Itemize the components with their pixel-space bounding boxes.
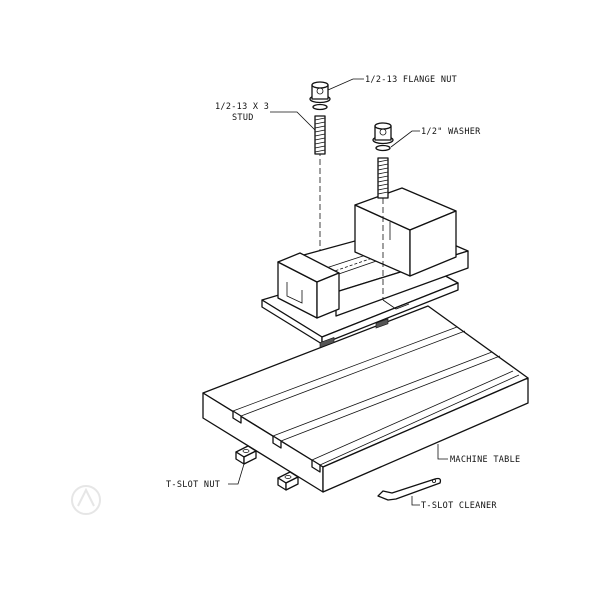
- leader-flange-nut: [327, 78, 364, 91]
- washer-right: [375, 144, 391, 152]
- vise-foot-serration: [319, 318, 389, 348]
- t-slot-1: [232, 326, 466, 424]
- label-stud-size: 1/2-13 X 3: [215, 102, 269, 112]
- t-slot-cleaner-tool: [377, 477, 442, 501]
- machine-table-right-face: [322, 377, 529, 493]
- flange-nut-right: [372, 122, 394, 145]
- label-t-slot-cleaner: T-SLOT CLEANER: [421, 501, 497, 511]
- left-fastener-set: [309, 81, 331, 250]
- label-t-slot-nut: T-SLOT NUT: [166, 480, 220, 490]
- vise: [261, 187, 469, 348]
- leader-machine-table: [437, 444, 448, 460]
- leader-washer: [390, 130, 420, 148]
- leader-stud: [270, 111, 316, 131]
- flange-nut-left: [309, 81, 331, 104]
- label-machine-table: MACHINE TABLE: [450, 455, 520, 465]
- t-slot-nut-1: [235, 445, 257, 465]
- stud-left: [314, 115, 326, 155]
- t-slot-nut-2: [277, 471, 299, 491]
- machine-table: [202, 305, 529, 493]
- leader-t-slot-nut: [228, 463, 245, 485]
- label-flange-nut: 1/2-13 FLANGE NUT: [365, 75, 457, 85]
- right-fastener-set: [372, 122, 394, 300]
- washer-left: [312, 103, 328, 111]
- leader-t-slot-cleaner: [411, 496, 420, 506]
- label-stud: STUD: [232, 113, 254, 123]
- t-slot-3: [311, 370, 520, 473]
- t-slot-2: [272, 351, 501, 449]
- stud-right: [377, 157, 389, 199]
- watermark-mark: [71, 485, 101, 515]
- label-washer: 1/2" WASHER: [421, 127, 481, 137]
